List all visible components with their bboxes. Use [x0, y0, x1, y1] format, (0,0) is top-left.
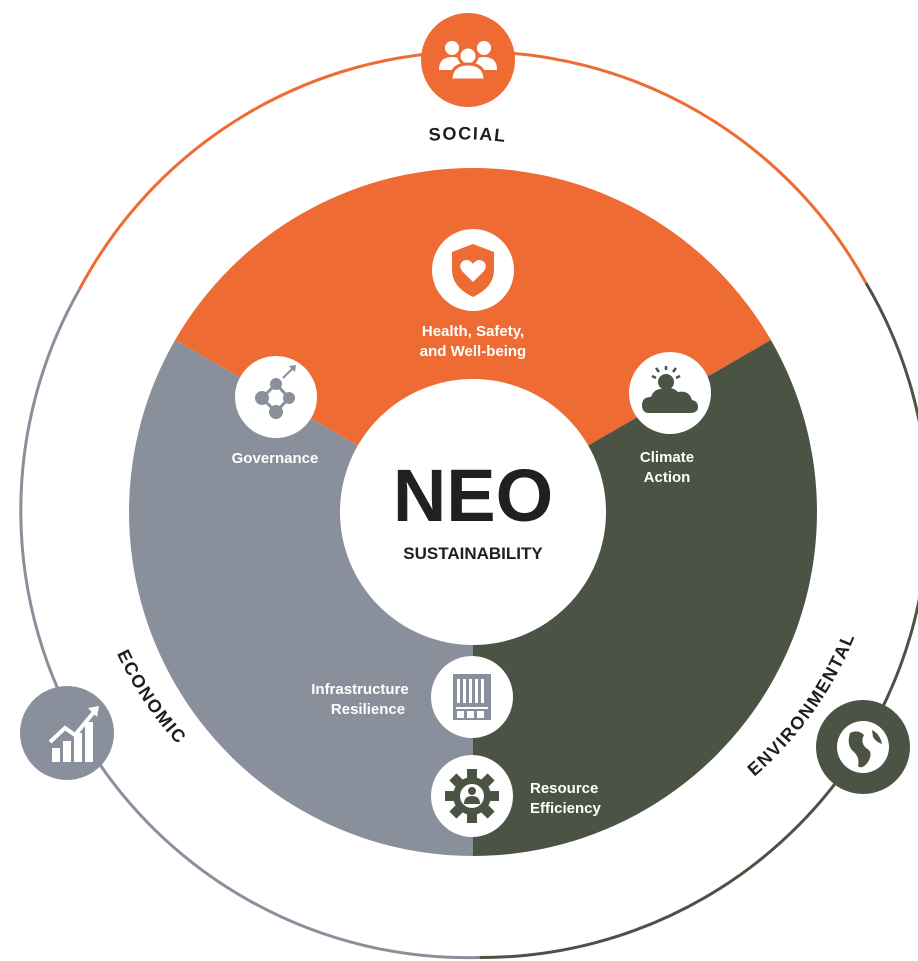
building-icon — [453, 674, 491, 720]
people-group-icon — [439, 41, 497, 82]
focus-label-infrastructure-2: Resilience — [331, 701, 405, 718]
focus-governance[interactable]: Governance — [232, 356, 319, 467]
focus-health-safety[interactable]: Health, Safety, and Well-being — [420, 229, 526, 360]
growth-chart-icon — [48, 706, 99, 762]
focus-label-health-1: Health, Safety, — [422, 323, 524, 340]
globe-icon — [837, 721, 889, 773]
economic-badge[interactable] — [20, 686, 114, 780]
social-badge[interactable] — [421, 13, 515, 107]
shield-heart-icon — [452, 244, 494, 297]
focus-label-resource-1: Resource — [530, 780, 598, 797]
focus-label-resource-2: Efficiency — [530, 800, 602, 817]
focus-label-climate-1: Climate — [640, 449, 694, 466]
core-title: NEO — [393, 454, 553, 537]
focus-resource-efficiency[interactable]: Resource Efficiency — [431, 755, 602, 837]
focus-label-climate-2: Action — [644, 469, 691, 486]
environmental-badge[interactable] — [816, 700, 910, 794]
network-nodes-icon — [255, 365, 296, 419]
sector-social[interactable] — [175, 168, 771, 512]
focus-label-infrastructure-1: Infrastructure — [311, 681, 409, 698]
focus-label-health-2: and Well-being — [420, 343, 526, 360]
gear-person-icon — [445, 769, 499, 823]
sun-cloud-icon — [642, 366, 698, 413]
core-circle: NEO SUSTAINABILITY — [340, 379, 606, 645]
core-subtitle: SUSTAINABILITY — [403, 544, 543, 563]
focus-label-governance: Governance — [232, 450, 319, 467]
focus-infrastructure-resilience[interactable]: Infrastructure Resilience — [311, 656, 513, 738]
pillar-label-social: SOCIAL — [428, 123, 508, 146]
focus-climate-action[interactable]: Climate Action — [629, 352, 711, 486]
